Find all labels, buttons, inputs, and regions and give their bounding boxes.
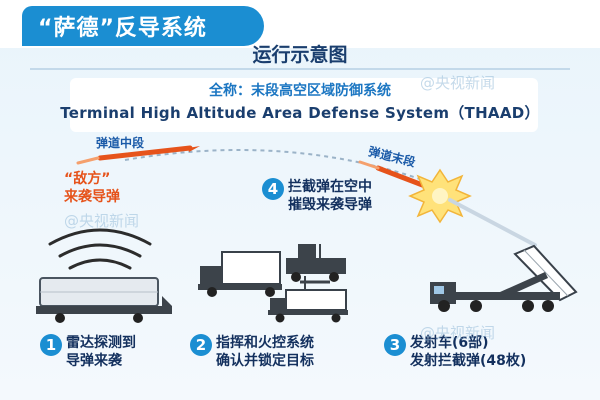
step-3-text: 发射车(6部) 发射拦截弹(48枚) [410,334,526,370]
step-1-text: 雷达探测到 导弹来袭 [66,334,136,370]
step-4-line2: 摧毁来袭导弹 [288,197,372,213]
step-4-line1: 拦截弹在空中 [288,179,372,195]
step-4-text: 拦截弹在空中 摧毁来袭导弹 [288,178,372,214]
step-3-number: 3 [384,334,406,356]
explosion-icon [408,168,472,224]
interceptor-trail [448,198,537,247]
step-2-number: 2 [190,334,212,356]
subtitle-divider [30,68,570,70]
step-2-line1: 指挥和火控系统 [216,335,314,351]
enemy-label-line2: 来袭导弹 [64,189,120,205]
incoming-missile-midcourse-icon [76,145,200,165]
support-truck-icon [268,276,348,323]
fullname-box [70,78,538,132]
step-1-line2: 导弹来袭 [66,353,122,369]
trajectory-path [124,149,451,191]
fullname-chinese: 全称：末段高空区域防御系统 [209,83,391,99]
launcher-truck-icon [430,244,578,312]
radar-waves-icon [48,228,152,270]
radar-array-icon [36,277,172,323]
fire-control-truck-icon [286,244,346,282]
step-2-text: 指挥和火控系统 确认并锁定目标 [216,334,314,370]
step-1-number: 1 [40,334,62,356]
diagram-subtitle: 运行示意图 [252,44,348,66]
midcourse-label: 弹道中段 [96,136,145,150]
title-tab: “萨德”反导系统 [22,6,264,46]
step-2-line2: 确认并锁定目标 [216,353,314,369]
main-title: “萨德”反导系统 [38,16,207,41]
step-3-line2: 发射拦截弹(48枚) [410,353,527,369]
command-truck-icon [198,251,282,297]
step-4-number: 4 [262,178,284,200]
enemy-label-line1: “敌方” [64,171,111,187]
step-3-line1: 发射车(6部) [410,335,489,351]
watermark: @央视新闻 [420,324,496,342]
watermark: @央视新闻 [420,74,496,92]
step-1-line1: 雷达探测到 [66,335,136,351]
fullname-english: Terminal High Altitude Area Defense Syst… [60,104,540,122]
incoming-missile-terminal-icon [358,160,428,189]
watermark: @央视新闻 [64,212,140,230]
